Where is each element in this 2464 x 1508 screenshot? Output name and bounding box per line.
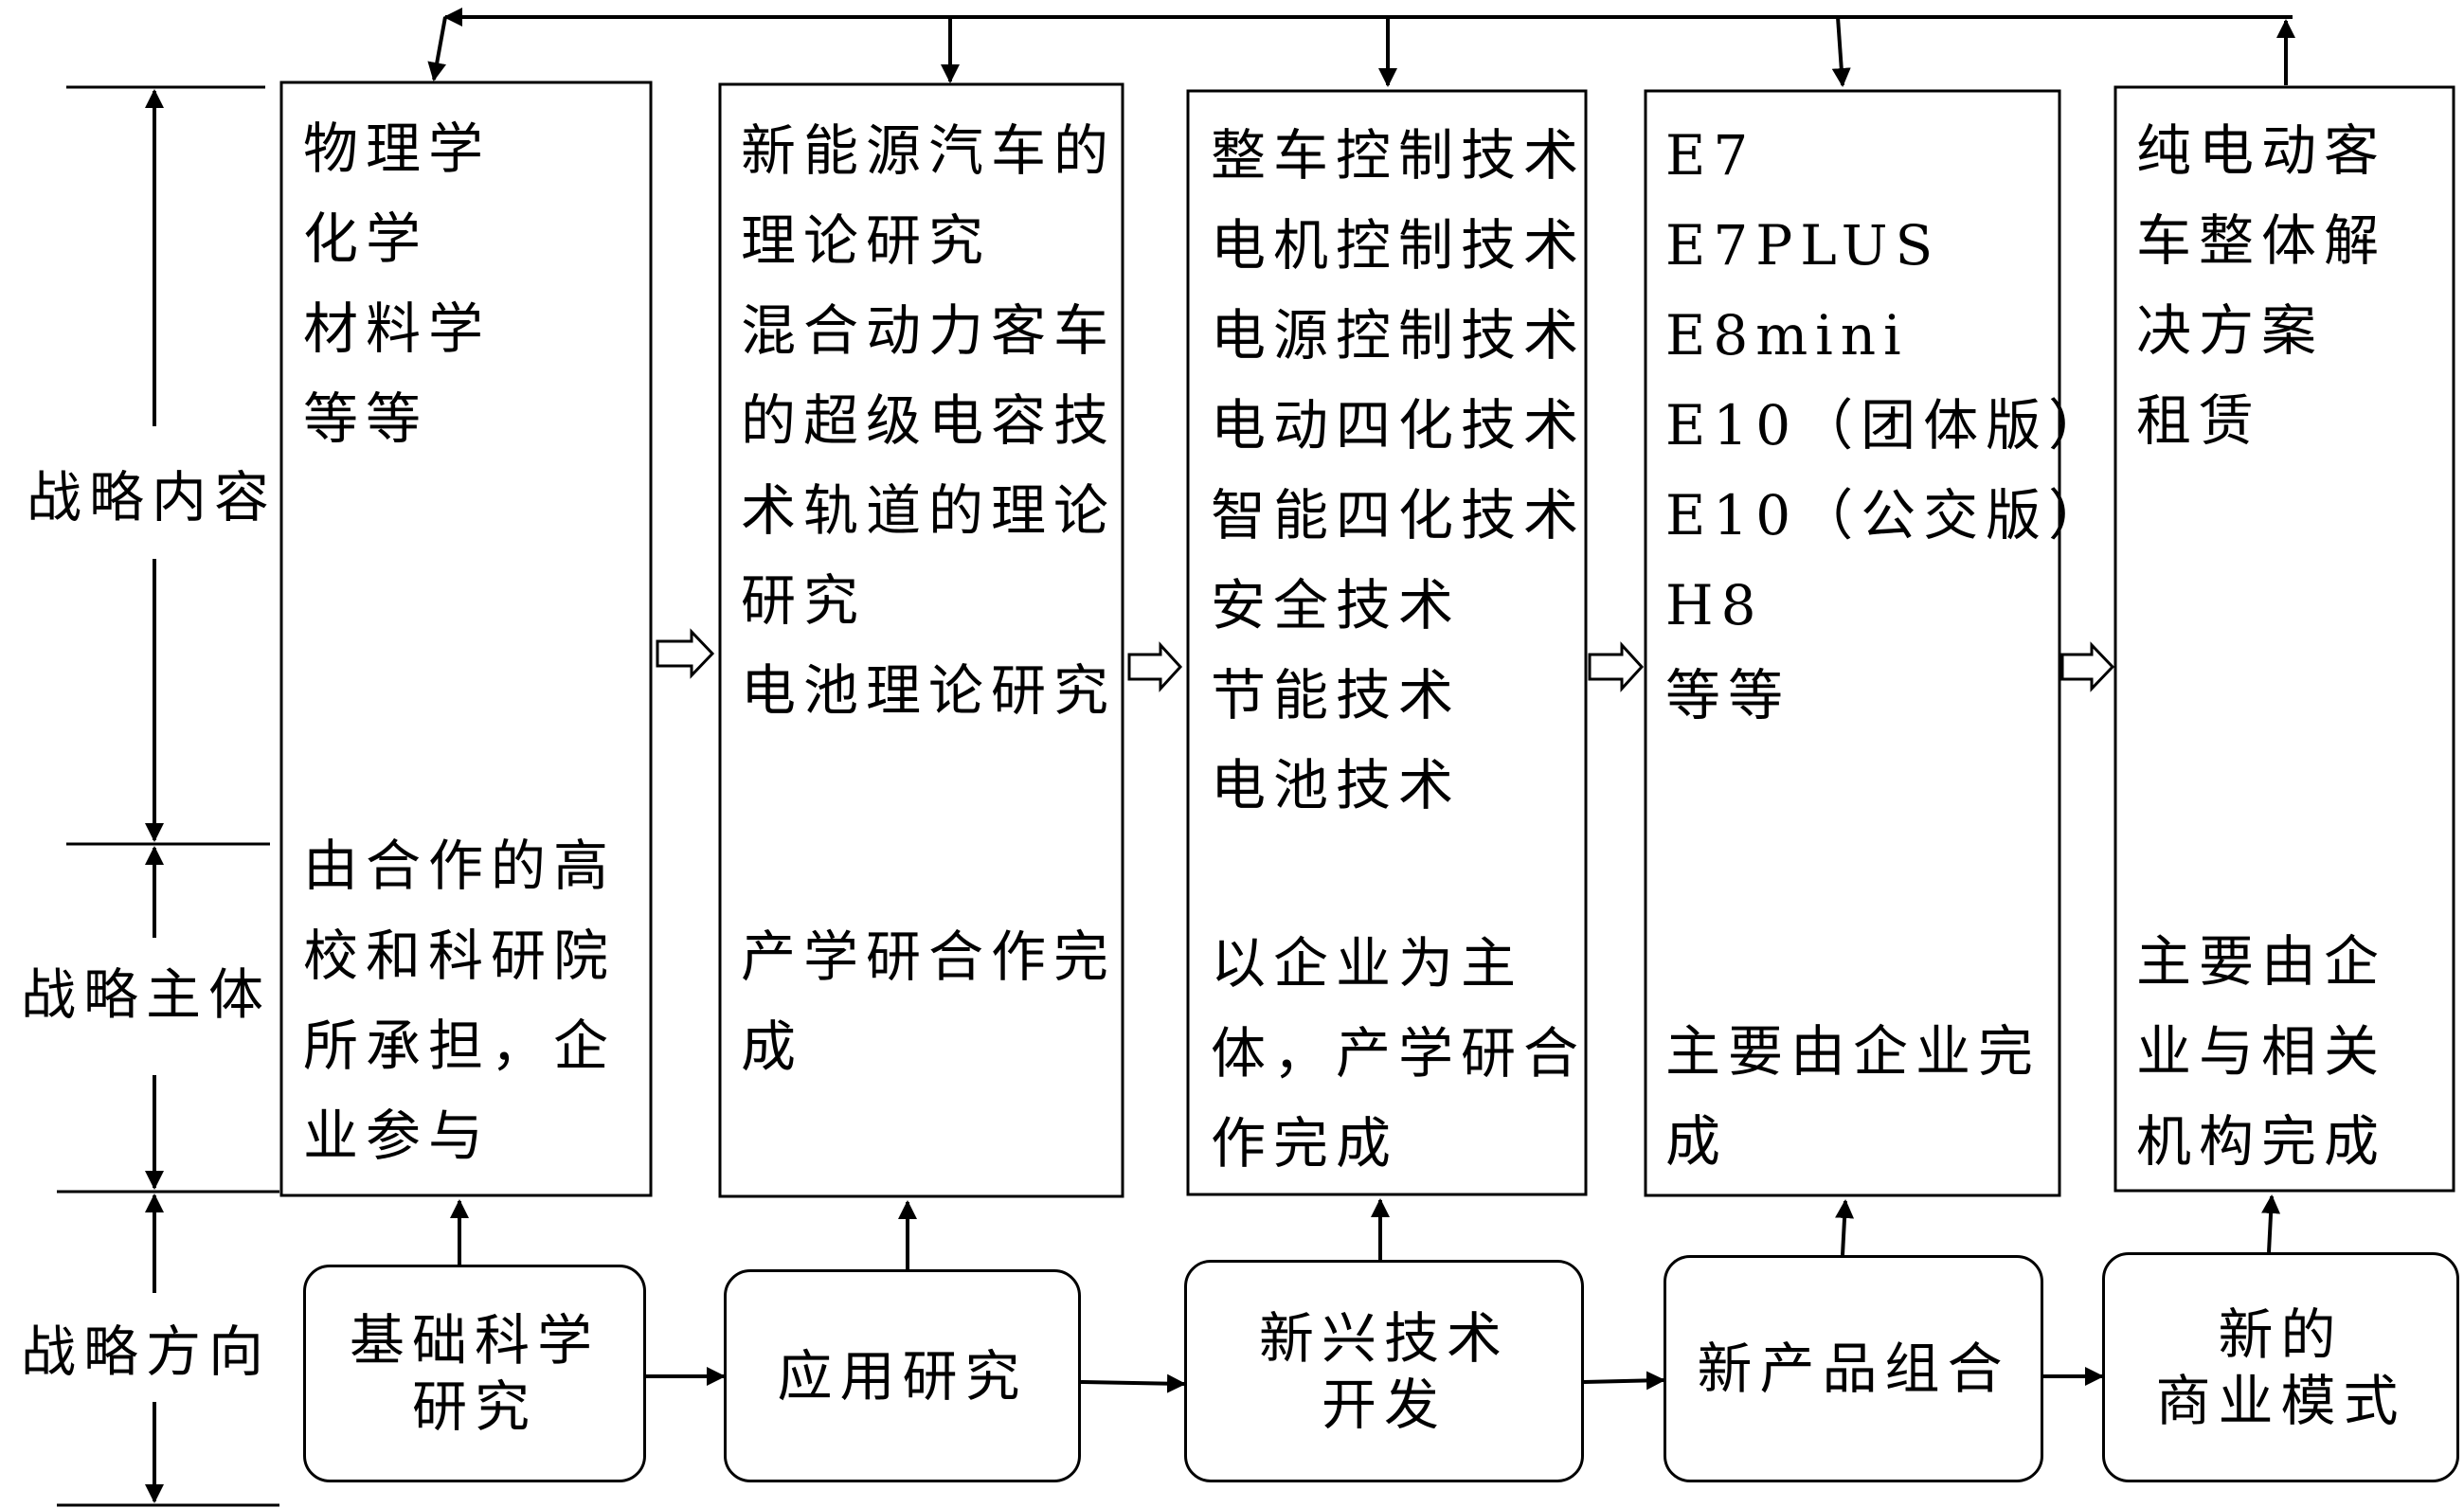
up-arrow-5 [2261, 1194, 2281, 1253]
content-line: 术轨道的理论 [741, 478, 1117, 543]
content-line: 化学 [303, 206, 429, 271]
content-line: 整车控制技术 [1211, 123, 1587, 188]
stage-2-subject-text: 产学研合作完 成 [741, 912, 1116, 1092]
hollow-arrow-4 [2060, 641, 2115, 692]
subject-line: 作完成 [1211, 1111, 1399, 1176]
stage-3-content-text: 整车控制技术 电机控制技术 电源控制技术 电动四化技术 智能四化技术 安全技术 … [1211, 111, 1586, 831]
content-box-4 [1644, 89, 2061, 1197]
direction-line: 新的 [2218, 1302, 2344, 1367]
subject-line: 主要由企 [2136, 929, 2387, 994]
stage-4-subject-text: 主要由企业完 成 [1665, 1007, 2041, 1187]
direction-line: 开发 [1321, 1372, 1447, 1437]
content-line: 理论研究 [741, 208, 992, 273]
content-line: 纯电动客 [2136, 118, 2387, 183]
content-line: 的超级电容技 [741, 388, 1117, 453]
subject-line: 机构完成 [2136, 1109, 2387, 1174]
row-label-direction: 战略方向 [21, 1319, 272, 1385]
direction-box-3: 新兴技术 开发 [1184, 1260, 1584, 1482]
content-line: E7 [1665, 123, 1756, 188]
direction-box-4: 新产品组合 [1664, 1255, 2043, 1482]
hollow-arrows [656, 628, 2115, 692]
subject-line: 业与相关 [2136, 1019, 2387, 1084]
subject-line: 以企业为主 [1211, 931, 1524, 996]
content-line: 新能源汽车的 [741, 118, 1117, 183]
content-line: 安全技术 [1211, 573, 1462, 637]
content-line: 等等 [1665, 663, 1791, 727]
direction-line: 商业模式 [2155, 1368, 2406, 1433]
top-arrow-stage-4 [1831, 16, 1851, 87]
hollow-arrow-3 [1588, 641, 1645, 692]
direction-line: 基础科学 [349, 1308, 600, 1373]
content-line: 租赁 [2136, 388, 2262, 453]
direction-line: 新产品组合 [1697, 1337, 2010, 1401]
content-boxes [279, 81, 2455, 1198]
flow-arrows [646, 1367, 2104, 1393]
direction-box-5: 新的 商业模式 [2102, 1252, 2459, 1482]
subject-line: 成 [1665, 1109, 1729, 1174]
row-label-subject: 战略主体 [21, 961, 272, 1028]
content-box-2 [718, 82, 1124, 1198]
subject-line: 由合作的高 [303, 834, 617, 898]
content-box-1 [279, 81, 653, 1197]
stage-1-content-text: 物理学 化学 材料学 等等 [303, 104, 491, 464]
stage-4-content-text: E7 E7PLUS E8mini E10（团体版） E10（公交版） H8 等等 [1665, 111, 2111, 741]
up-arrow-4 [1835, 1199, 1855, 1256]
subject-line: 校和科研院 [303, 924, 617, 988]
subject-line: 所承担，企 [303, 1014, 617, 1078]
flow-arrow-3 [1583, 1371, 1665, 1391]
direction-line: 应用研究 [777, 1343, 1028, 1409]
stage-5-content-text: 纯电动客 车整体解 决方案 租赁 [2136, 106, 2386, 466]
top-feedback [427, 8, 2295, 87]
content-line: 电机控制技术 [1211, 213, 1587, 278]
subject-line: 主要由企业完 [1665, 1019, 2041, 1084]
content-line: 节能技术 [1211, 663, 1462, 727]
subject-line: 业参与 [303, 1104, 492, 1168]
content-box-5 [2113, 85, 2455, 1193]
axis-ticks [57, 85, 279, 1507]
up-arrows [450, 1194, 2281, 1269]
stage-2-content-text: 新能源汽车的 理论研究 混合动力客车 的超级电容技 术轨道的理论 研究 电池理论… [741, 106, 1116, 736]
content-line: 混合动力客车 [741, 298, 1117, 363]
direction-box-1: 基础科学 研究 [303, 1265, 646, 1482]
content-line: 决方案 [2136, 298, 2325, 363]
content-line: E8mini [1665, 303, 1909, 368]
top-arrow-stage-1 [427, 16, 447, 81]
content-line: 智能四化技术 [1211, 483, 1587, 548]
stage-3-subject-text: 以企业为主 体，产学研合 作完成 [1211, 919, 1586, 1189]
subject-line: 成 [741, 1014, 804, 1079]
content-line: 物理学 [303, 117, 492, 181]
content-line: E10（团体版） [1665, 393, 2112, 458]
content-line: 车整体解 [2136, 208, 2387, 273]
hollow-arrow-1 [656, 628, 715, 679]
direction-line: 研究 [411, 1374, 537, 1439]
direction-line: 新兴技术 [1258, 1305, 1509, 1371]
flow-arrow-2 [1080, 1373, 1186, 1393]
content-line: 研究 [741, 568, 867, 633]
stage-5-subject-text: 主要由企 业与相关 机构完成 [2136, 917, 2386, 1187]
subject-line: 产学研合作完 [741, 925, 1117, 989]
content-line: E10（公交版） [1665, 483, 2112, 548]
content-line: 电池理论研究 [741, 658, 1117, 723]
content-line: 等等 [303, 386, 429, 451]
content-box-3 [1186, 89, 1588, 1196]
hollow-arrow-2 [1127, 641, 1183, 692]
content-line: 电动四化技术 [1211, 393, 1587, 458]
content-line: E7PLUS [1665, 213, 1941, 278]
subject-line: 体，产学研合 [1211, 1021, 1587, 1086]
content-line: H8 [1665, 573, 1764, 637]
stage-1-subject-text: 由合作的高 校和科研院 所承担，企 业参与 [303, 821, 616, 1181]
direction-box-2: 应用研究 [724, 1269, 1081, 1482]
content-line: 电池技术 [1211, 753, 1462, 817]
content-line: 电源控制技术 [1211, 303, 1587, 368]
row-label-content: 战略内容 [27, 464, 278, 530]
content-line: 材料学 [303, 296, 492, 361]
